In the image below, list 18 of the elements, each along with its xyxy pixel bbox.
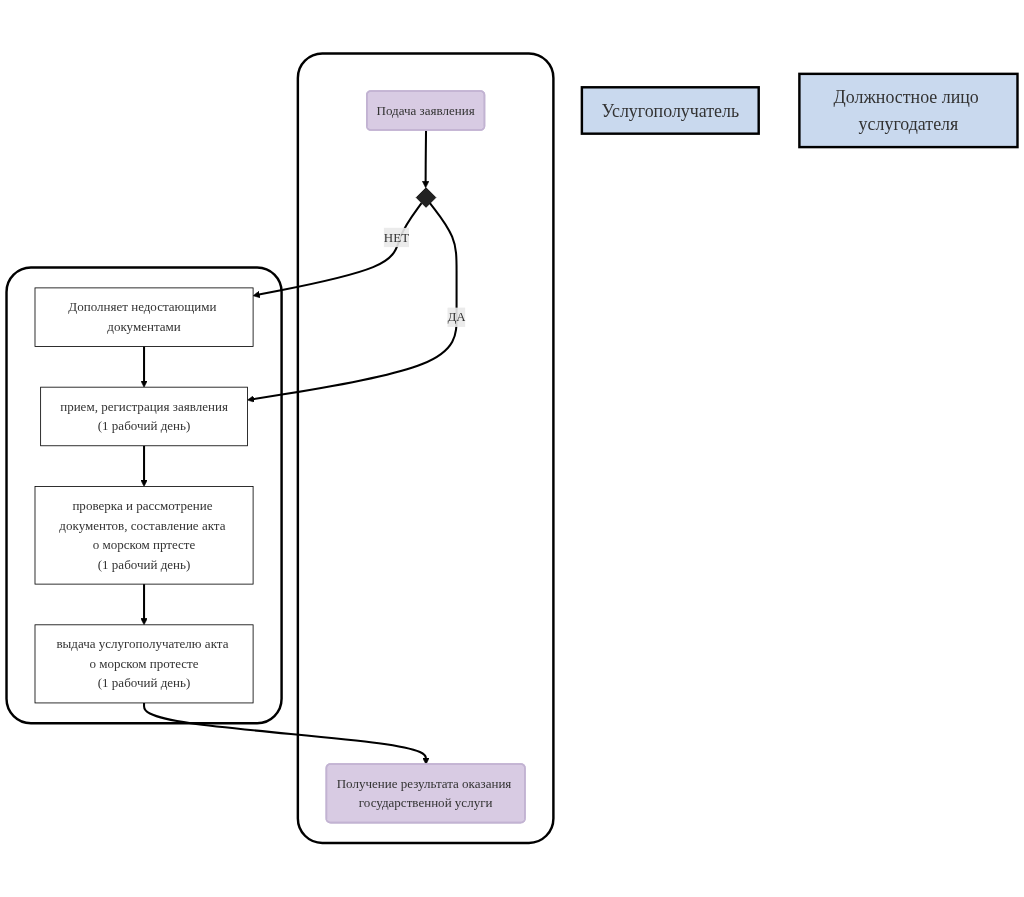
- node-diamond: [415, 187, 437, 208]
- arrow: [140, 346, 148, 388]
- node-box: проверка и рассмотрение документов, составление акта о морском пртесте (1 рабочий день): [34, 486, 254, 585]
- arrow: [140, 584, 148, 626]
- node-box: выдача услугополучателю акта о морском протесте (1 рабочий день): [34, 624, 254, 704]
- arrow: [247, 202, 458, 403]
- arrow: [422, 130, 430, 189]
- edge-label: ДА: [447, 310, 466, 324]
- arrow: [143, 703, 430, 765]
- edge-label: НЕТ: [383, 230, 410, 245]
- cluster: [296, 52, 555, 845]
- cluster: [5, 266, 283, 725]
- node-box: Услугополучатель: [580, 86, 760, 136]
- node-box: Должностное лицо услугодателя: [798, 72, 1019, 149]
- arrow: [252, 202, 423, 299]
- arrow: [140, 446, 148, 488]
- node-box: Дополняет недостающими документами: [34, 287, 254, 348]
- node-box: прием, регистрация заявления (1 рабочий день): [40, 387, 248, 447]
